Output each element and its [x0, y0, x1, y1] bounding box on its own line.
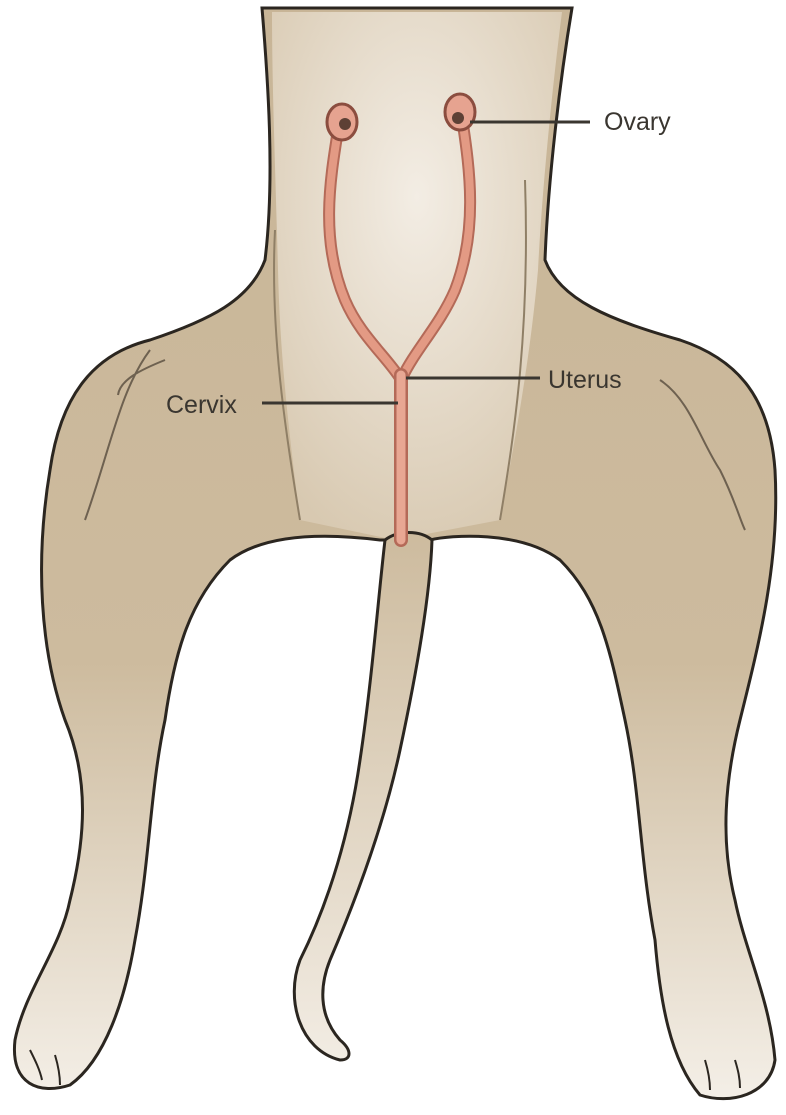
- uterus-label: Uterus: [548, 366, 622, 394]
- tail: [294, 533, 432, 1061]
- right-ovary: [445, 94, 475, 130]
- ovary-label: Ovary: [604, 108, 671, 136]
- cervix-label: Cervix: [166, 391, 237, 419]
